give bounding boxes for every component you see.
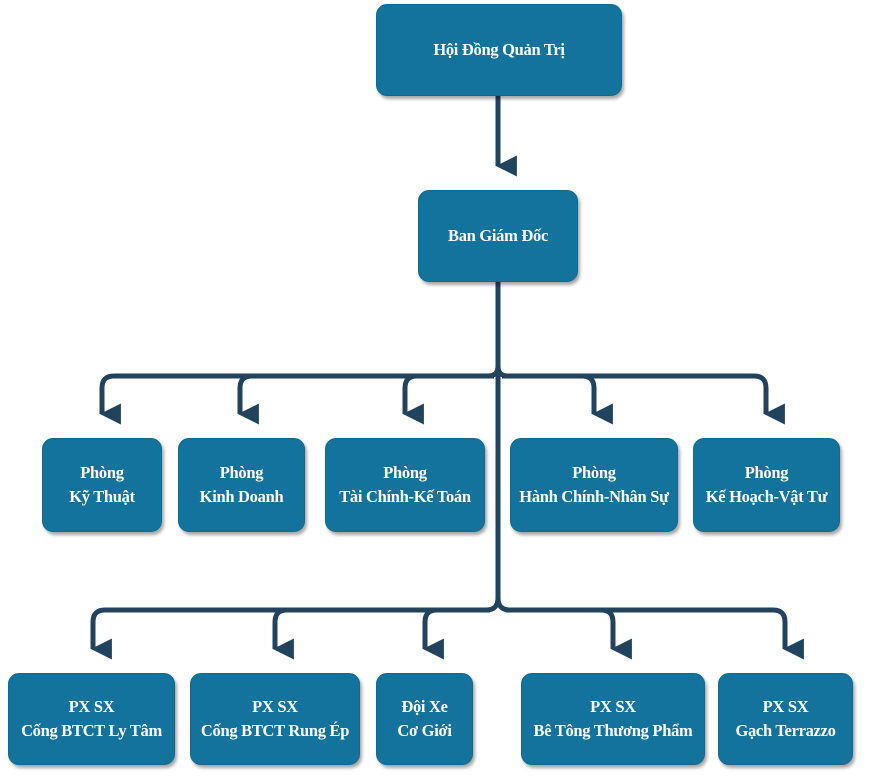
connector-dept-4 (502, 373, 613, 425)
node-dept-technical: Phòng Kỹ Thuật (42, 438, 162, 532)
node-label-line1: Phòng (572, 463, 616, 482)
node-unit-vibrated-culvert: PX SX Cống BTCT Rung Ép (190, 673, 360, 765)
connector-unit-3 (422, 607, 490, 660)
node-label-line1: Phòng (744, 463, 789, 482)
node-label-line2: Gạch Terrazzo (735, 721, 836, 740)
node-label-line1: PX SX (590, 697, 636, 716)
connector-unit-2 (272, 607, 490, 660)
node-dept-planning-materials: Phòng Kế Hoạch-Vật Tư (693, 438, 840, 532)
node-dept-sales: Phòng Kinh Doanh (178, 438, 305, 532)
connector-dept-1 (99, 373, 494, 425)
connector-unit-5 (506, 607, 804, 660)
node-board-of-directors: Hội Đồng Quản Trị (376, 4, 622, 96)
node-unit-ready-mix-concrete: PX SX Bê Tông Thương Phẩm (521, 673, 705, 765)
node-label-line2: Cống BTCT Ly Tâm (21, 721, 162, 740)
connector-dept-5 (502, 373, 785, 425)
node-unit-terrazzo-tiles: PX SX Gạch Terrazzo (718, 673, 853, 765)
node-label-line2: Bê Tông Thương Phẩm (533, 721, 693, 740)
node-unit-machinery-fleet: Đội Xe Cơ Giới (376, 673, 473, 765)
node-label-line1: Phòng (80, 463, 124, 482)
node-label-line2: Kế Hoạch-Vật Tư (705, 487, 828, 506)
node-label-line2: Hành Chính-Nhân Sự (519, 487, 669, 506)
node-label-line1: Phòng (383, 463, 427, 482)
node-label: Ban Giám Đốc (448, 226, 548, 245)
node-board-of-management: Ban Giám Đốc (418, 190, 578, 282)
node-label-line2: Kinh Doanh (199, 487, 284, 506)
node-unit-centrifugal-culvert: PX SX Cống BTCT Ly Tâm (8, 673, 175, 765)
node-label-line1: PX SX (68, 697, 115, 716)
node-label-line2: Cống BTCT Rung Ép (200, 721, 350, 740)
connector-junction-1 (487, 363, 509, 379)
node-dept-admin-hr: Phòng Hành Chính-Nhân Sự (510, 438, 678, 532)
connector-dept-2 (237, 373, 494, 425)
node-dept-finance-accounting: Phòng Tài Chính-Kế Toán (325, 438, 485, 532)
node-label-line2: Tài Chính-Kế Toán (339, 487, 471, 506)
node-label-line1: PX SX (762, 697, 809, 716)
connector-dept-3 (402, 373, 494, 425)
node-label-line1: PX SX (252, 697, 298, 716)
node-label-line1: Đội Xe (401, 697, 448, 716)
node-label-line2: Cơ Giới (397, 721, 452, 740)
node-label: Hội Đồng Quản Trị (433, 40, 565, 59)
connector-junction-2 (485, 595, 511, 613)
node-label-line1: Phòng (219, 463, 264, 482)
connector-unit-4 (506, 607, 632, 660)
connector-unit-1 (90, 607, 490, 660)
node-label-line2: Kỹ Thuật (69, 487, 135, 506)
